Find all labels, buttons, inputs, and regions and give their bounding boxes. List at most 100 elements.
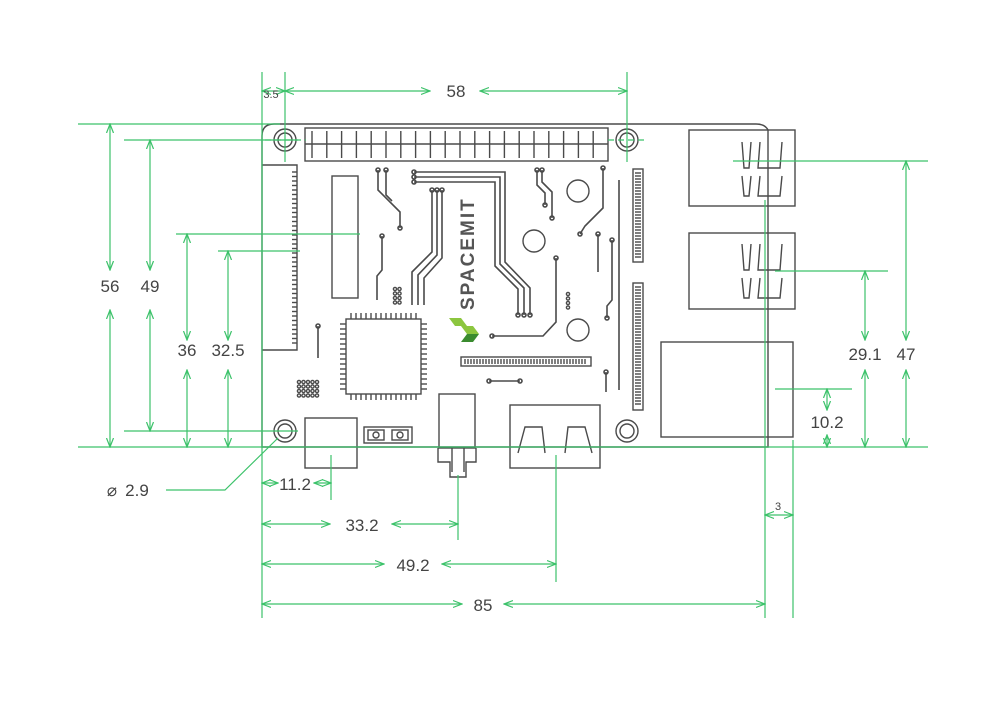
via bbox=[429, 187, 435, 193]
test-pad bbox=[301, 393, 306, 398]
pcb-trace bbox=[417, 190, 438, 305]
via bbox=[379, 233, 385, 239]
via bbox=[383, 167, 389, 173]
test-pad bbox=[314, 379, 320, 385]
test-pad bbox=[301, 384, 306, 389]
test-pad bbox=[397, 295, 402, 301]
round-component bbox=[566, 179, 590, 203]
pcb-trace bbox=[414, 181, 519, 315]
via bbox=[411, 169, 417, 175]
dim-height-49: 49 bbox=[141, 277, 160, 296]
test-pad bbox=[565, 300, 571, 306]
via bbox=[539, 167, 545, 173]
test-pad bbox=[565, 305, 571, 310]
via bbox=[603, 369, 609, 375]
via bbox=[553, 255, 559, 261]
dim-offset-3: 3 bbox=[775, 501, 781, 513]
usb-port-top bbox=[688, 129, 796, 207]
pcb-trace bbox=[536, 170, 546, 205]
test-pad-grid bbox=[296, 379, 320, 398]
test-pad bbox=[397, 291, 402, 296]
dim-usb-height-47: 47 bbox=[897, 345, 916, 364]
dim-hole-spacing: 58 bbox=[447, 82, 466, 101]
test-pad bbox=[305, 379, 311, 385]
via bbox=[577, 231, 583, 237]
board bbox=[261, 123, 796, 478]
dim-offset-33-2: 33.2 bbox=[345, 516, 378, 535]
via bbox=[609, 237, 615, 243]
pcb-trace bbox=[377, 170, 401, 228]
via bbox=[604, 315, 610, 321]
via bbox=[411, 174, 417, 180]
memory-slot bbox=[331, 175, 359, 299]
via bbox=[315, 323, 321, 329]
via bbox=[489, 333, 495, 339]
test-pad bbox=[310, 384, 315, 389]
dim-offset-49-2: 49.2 bbox=[396, 556, 429, 575]
test-pad bbox=[314, 388, 320, 394]
usb-c-port bbox=[437, 393, 477, 478]
via bbox=[375, 167, 381, 173]
via bbox=[486, 378, 492, 384]
pcb-trace bbox=[541, 170, 553, 218]
via bbox=[439, 187, 445, 193]
via bbox=[434, 187, 440, 193]
qfp-chip bbox=[340, 313, 427, 400]
test-pad bbox=[310, 388, 315, 394]
test-pad bbox=[305, 384, 311, 389]
pcb-trace bbox=[423, 190, 443, 305]
pcb-traces bbox=[315, 165, 620, 392]
dim-eth-height-10-2: 10.2 bbox=[810, 413, 843, 432]
test-pad bbox=[565, 296, 571, 301]
mounting-hole-bottom-right bbox=[615, 419, 639, 443]
brand-logo bbox=[449, 318, 479, 342]
test-pad bbox=[301, 379, 306, 385]
dim-height-total: 56 bbox=[101, 277, 120, 296]
dim-usb-height-29-1: 29.1 bbox=[848, 345, 881, 364]
pcb-trace bbox=[411, 190, 433, 305]
leader-line-hole-diameter bbox=[166, 437, 279, 491]
vertical-connector-bottom bbox=[632, 282, 644, 411]
test-pad bbox=[314, 384, 320, 389]
left-edge-connector bbox=[262, 164, 298, 351]
pcb-trace bbox=[414, 176, 525, 315]
pcb-trace bbox=[606, 240, 613, 318]
test-pad bbox=[397, 300, 402, 305]
ribbon-connector bbox=[460, 356, 592, 367]
test-pad bbox=[314, 393, 320, 398]
via bbox=[542, 202, 548, 208]
via bbox=[411, 179, 417, 185]
test-pad bbox=[392, 295, 398, 301]
gpio-header bbox=[304, 127, 609, 162]
via bbox=[515, 312, 521, 318]
test-pad bbox=[305, 393, 311, 398]
dim-offset-11-2: 11.2 bbox=[279, 475, 311, 494]
pcb-trace bbox=[376, 236, 383, 300]
round-component bbox=[566, 318, 590, 342]
dim-hole-diameter: 2.9 bbox=[125, 481, 149, 500]
dim-hole-inset: 3.5 bbox=[263, 89, 278, 101]
diameter-symbol: ⌀ bbox=[107, 481, 117, 500]
test-pad bbox=[310, 393, 315, 398]
test-pad-grid bbox=[392, 286, 402, 305]
via bbox=[527, 312, 533, 318]
brand-text: SPACEMIT bbox=[458, 197, 479, 310]
test-pad bbox=[296, 393, 302, 398]
test-pad bbox=[305, 388, 311, 394]
round-component bbox=[522, 229, 546, 253]
test-pad bbox=[565, 291, 571, 297]
dim-width-total: 85 bbox=[474, 596, 493, 615]
via bbox=[600, 165, 606, 171]
test-pad bbox=[392, 291, 398, 296]
test-pad bbox=[296, 379, 302, 385]
ethernet-port bbox=[660, 341, 794, 438]
test-pad bbox=[392, 286, 398, 292]
test-pad bbox=[397, 286, 402, 292]
via bbox=[595, 231, 601, 237]
vertical-connector-top bbox=[632, 168, 644, 263]
test-pad bbox=[296, 388, 302, 394]
test-pad bbox=[296, 384, 302, 389]
via bbox=[534, 167, 540, 173]
dim-height-32-5: 32.5 bbox=[211, 341, 244, 360]
